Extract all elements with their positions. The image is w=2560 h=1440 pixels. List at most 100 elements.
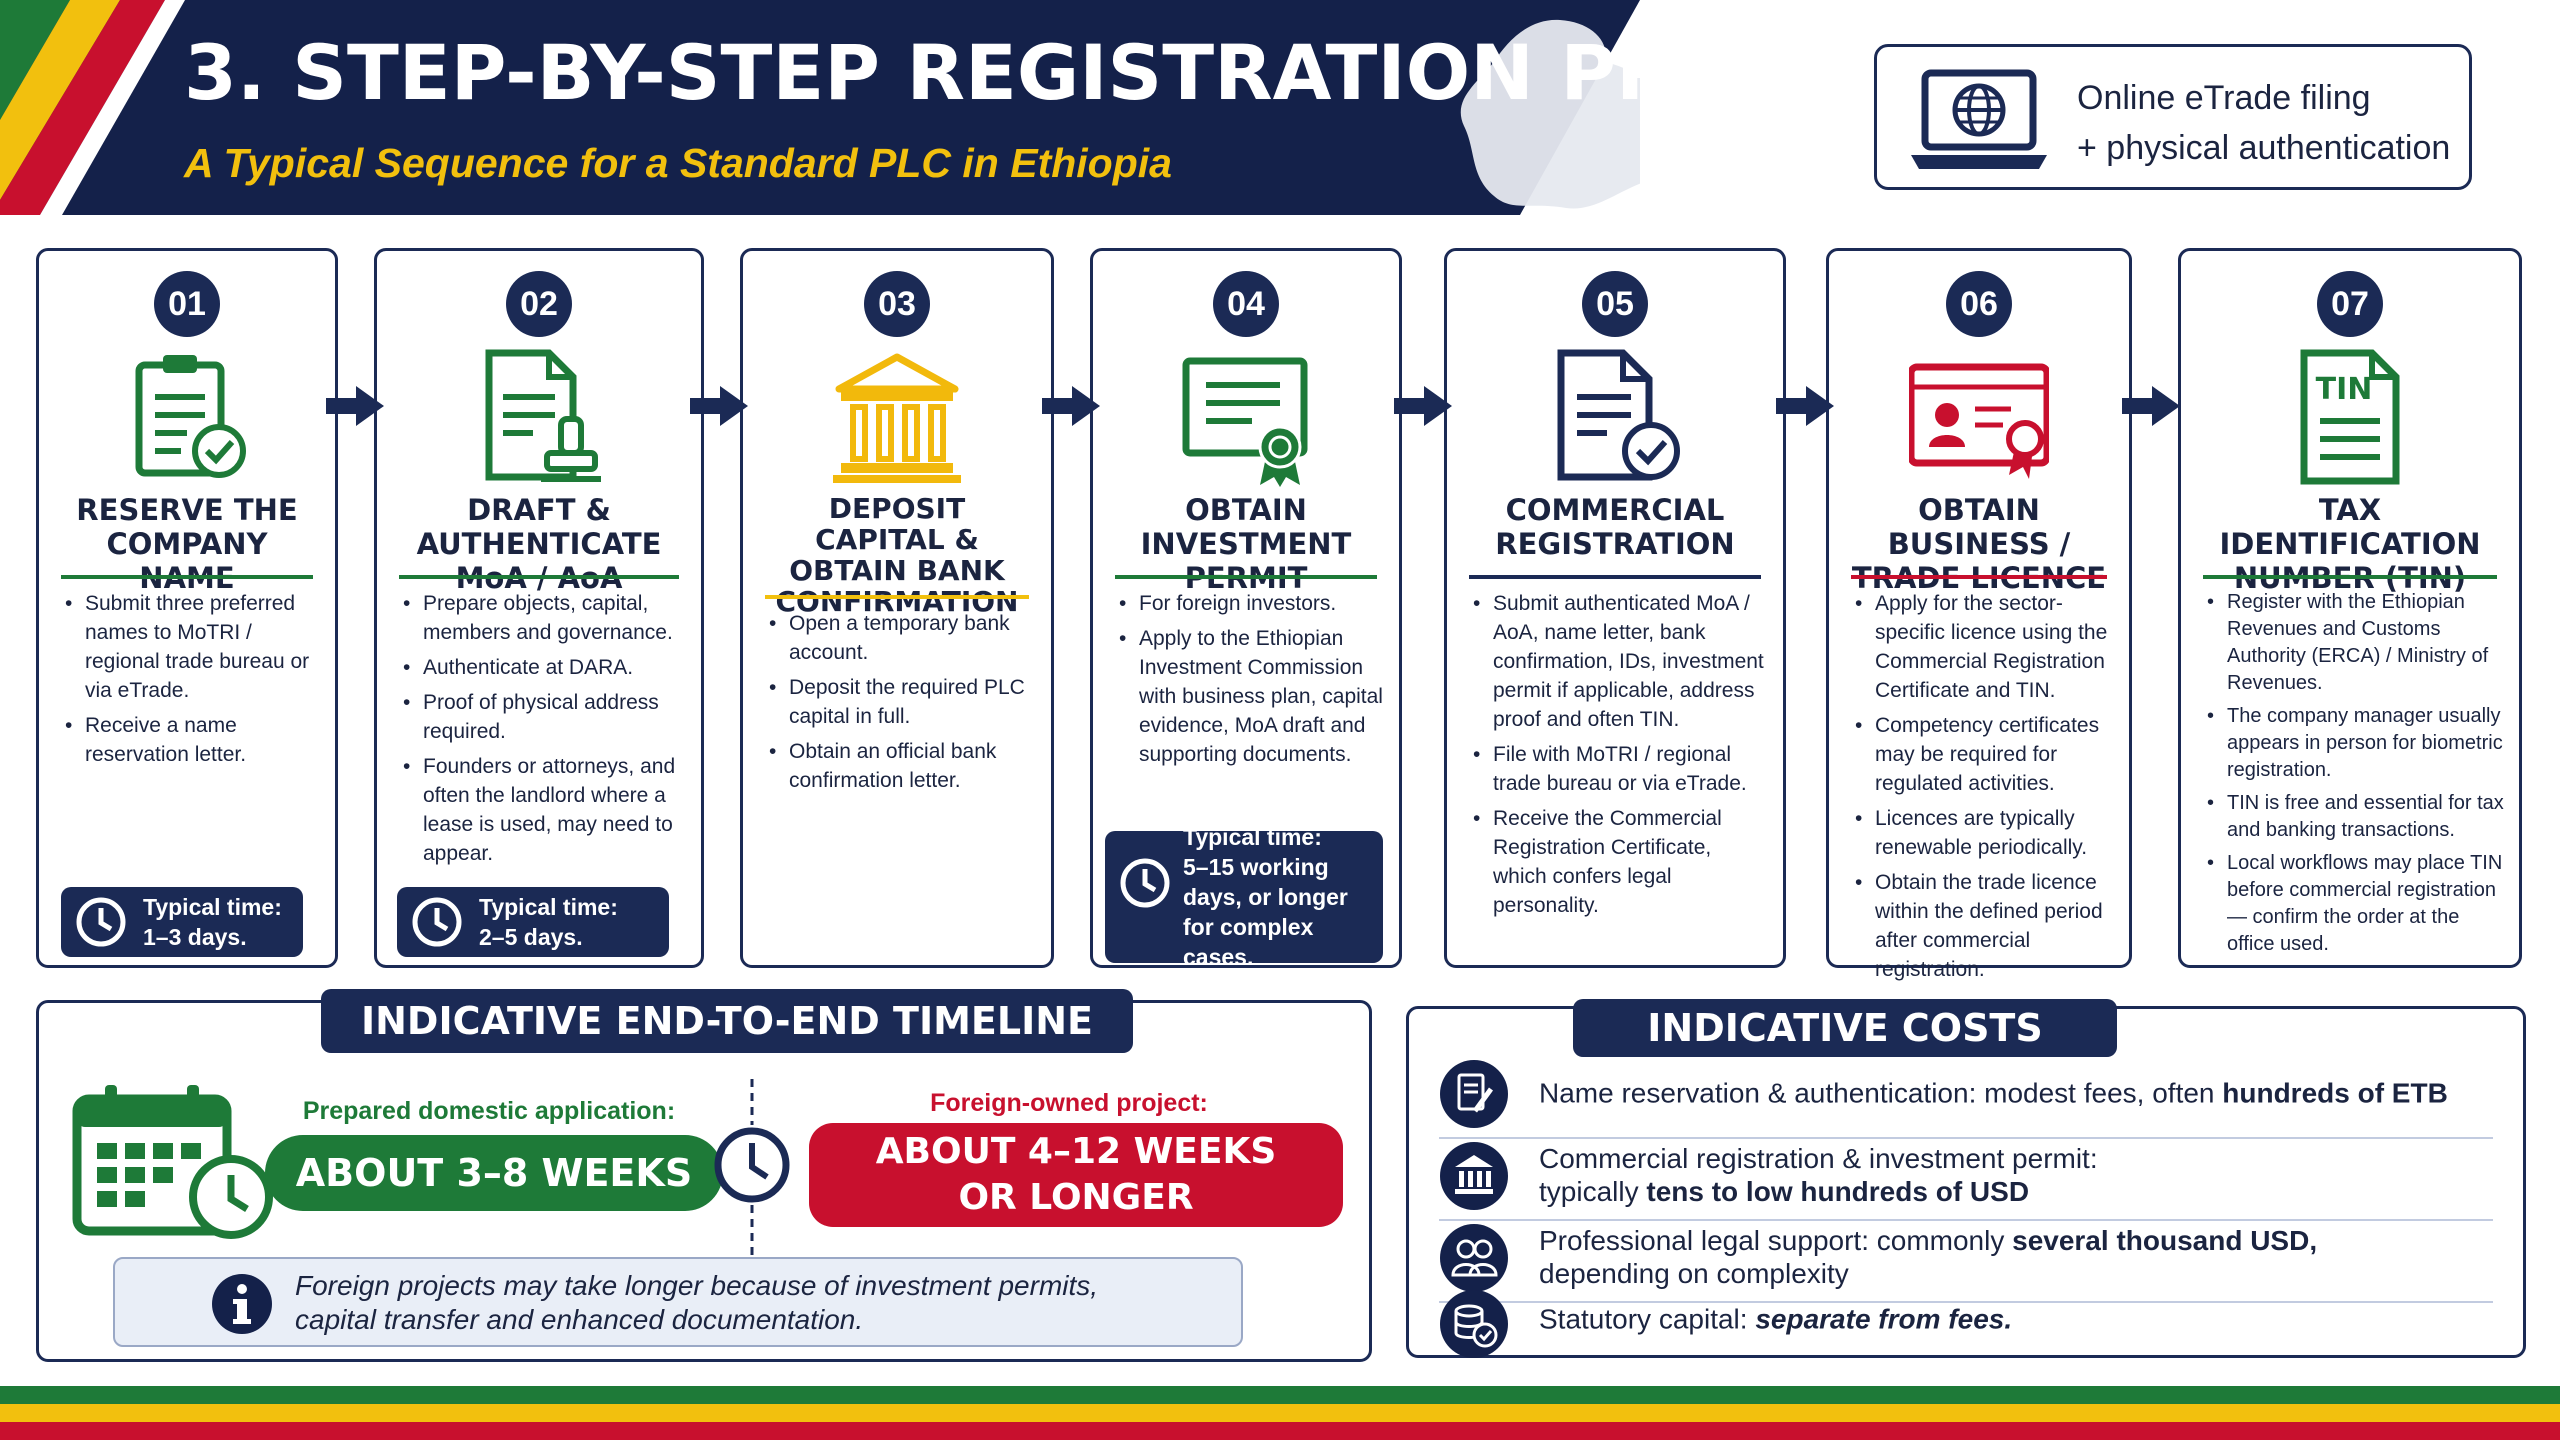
bank-icon <box>1440 1142 1508 1210</box>
list-item: Obtain an official bank confirmation let… <box>767 737 1037 795</box>
arrow-right-icon <box>690 386 748 426</box>
step-card-5: 05 COMMERCIAL REGISTRATION Submit authen… <box>1444 248 1786 968</box>
timeline-note: Foreign projects may take longer because… <box>113 1257 1243 1347</box>
page-title: 3. STEP-BY-STEP REGISTRATION PROCESS <box>184 28 1953 117</box>
step-card-6: 06 OBTAIN BUSINESS / TRADE LICENCE Apply… <box>1826 248 2132 981</box>
info-icon <box>212 1274 272 1334</box>
step-bullets: For foreign investors. Apply to the Ethi… <box>1117 589 1385 775</box>
online-filing-box: Online eTrade filing + physical authenti… <box>1874 44 2472 190</box>
step-card-7: 07 TIN TAX IDENTIFICATION NUMBER (TIN) R… <box>2178 248 2522 968</box>
clock-divider-icon <box>714 1079 790 1259</box>
list-item: TIN is free and essential for tax and ba… <box>2205 790 2505 844</box>
document-check-icon <box>1557 349 1680 481</box>
step-number: 04 <box>1213 271 1279 337</box>
list-item: Deposit the required PLC capital in full… <box>767 673 1037 731</box>
step-card-4: 04 OBTAIN INVESTMENT PERMIT For foreign … <box>1090 248 1402 970</box>
arrow-right-icon <box>1776 386 1834 426</box>
foreign-label: Foreign-owned project: <box>930 1089 1208 1117</box>
online-filing-line1: Online eTrade filing <box>2077 79 2371 117</box>
step-bullets: Open a temporary bank account. Deposit t… <box>767 609 1037 801</box>
step-title: DRAFT & AUTHENTICATE MoA / AoA <box>416 493 662 595</box>
cost-row: Professional legal support: commonly sev… <box>1439 1217 2493 1303</box>
header-banner <box>0 0 1640 215</box>
arrow-right-icon <box>1042 386 1100 426</box>
footer-stripe-red <box>0 1422 2560 1440</box>
cost-row: Commercial registration & investment per… <box>1439 1135 2493 1221</box>
arrow-right-icon <box>1394 386 1452 426</box>
list-item: Submit authenticated MoA / AoA, name let… <box>1471 589 1769 734</box>
list-item: Obtain the trade licence within the defi… <box>1853 868 2115 984</box>
title-rule <box>1851 575 2107 579</box>
list-item: Submit three preferred names to MoTRI / … <box>63 589 321 705</box>
step-bullets: Register with the Ethiopian Revenues and… <box>2205 589 2505 964</box>
step-card-3: 03 DEPOSIT CAPITAL & OBTAIN BANK CONFIRM… <box>740 248 1054 968</box>
clock-icon <box>76 897 126 947</box>
step-card-1: 01 RESERVE THE COMPANY NAME Submit three… <box>36 248 338 968</box>
timeline-heading: INDICATIVE END-TO-END TIMELINE <box>321 989 1133 1053</box>
document-pen-icon <box>1440 1060 1508 1128</box>
step-card-2: 02 DRAFT & AUTHENTICATE MoA / AoA Prepar… <box>374 248 704 968</box>
list-item: Register with the Ethiopian Revenues and… <box>2205 589 2505 697</box>
list-item: Receive the Commercial Registration Cert… <box>1471 804 1769 920</box>
clock-icon <box>1120 858 1170 908</box>
list-item: For foreign investors. <box>1117 589 1385 618</box>
list-item: Competency certificates may be required … <box>1853 711 2115 798</box>
bank-building-icon <box>833 353 961 483</box>
costs-panel: INDICATIVE COSTS Name reservation & auth… <box>1406 999 2526 1358</box>
list-item: Prepare objects, capital, members and go… <box>401 589 687 647</box>
step-bullets: Prepare objects, capital, members and go… <box>401 589 687 874</box>
cost-row: Name reservation & authentication: modes… <box>1439 1053 2493 1139</box>
step-bullets: Submit authenticated MoA / AoA, name let… <box>1471 589 1769 926</box>
title-rule <box>2203 575 2497 579</box>
list-item: Open a temporary bank account. <box>767 609 1037 667</box>
domestic-label: Prepared domestic application: <box>302 1097 676 1125</box>
typical-time-badge: Typical time: 1–3 days. <box>61 887 303 957</box>
typical-time-badge: Typical time: 2–5 days. <box>397 887 669 957</box>
coins-check-icon <box>1440 1290 1508 1358</box>
certificate-ribbon-icon <box>1182 357 1308 487</box>
tin-document-icon: TIN <box>2300 349 2400 485</box>
list-item: Apply for the sector-specific licence us… <box>1853 589 2115 705</box>
arrow-right-icon <box>326 386 384 426</box>
foreign-duration-pill: ABOUT 4–12 WEEKS OR LONGER <box>809 1123 1343 1227</box>
header: 3. STEP-BY-STEP REGISTRATION PROCESS A T… <box>0 0 1953 215</box>
timeline-panel: INDICATIVE END-TO-END TIMELINE Prepared … <box>36 989 1372 1362</box>
laptop-globe-icon <box>1911 69 2047 169</box>
page-subtitle: A Typical Sequence for a Standard PLC in… <box>184 140 1172 186</box>
list-item: Receive a name reservation letter. <box>63 711 321 769</box>
list-item: Apply to the Ethiopian Investment Commis… <box>1117 624 1385 769</box>
licence-card-icon <box>1909 363 2049 479</box>
document-stamp-icon <box>485 349 601 482</box>
list-item: Licences are typically renewable periodi… <box>1853 804 2115 862</box>
step-title: OBTAIN BUSINESS / TRADE LICENCE <box>1851 493 2107 595</box>
people-icon <box>1440 1224 1508 1292</box>
cost-row: Statutory capital: separate from fees. <box>1439 1283 2493 1358</box>
step-number: 05 <box>1582 271 1648 337</box>
clipboard-check-icon <box>135 355 246 478</box>
step-number: 06 <box>1946 271 2012 337</box>
step-title: TAX IDENTIFICATION NUMBER (TIN) <box>2219 493 2481 595</box>
typical-time-badge: Typical time: 5–15 working days, or long… <box>1105 824 1383 970</box>
list-item: File with MoTRI / regional trade bureau … <box>1471 740 1769 798</box>
list-item: Local workflows may place TIN before com… <box>2205 850 2505 958</box>
step-number: 02 <box>506 271 572 337</box>
arrow-right-icon <box>2122 386 2180 426</box>
step-bullets: Apply for the sector-specific licence us… <box>1853 589 2115 990</box>
list-item: The company manager usually appears in p… <box>2205 703 2505 784</box>
list-item: Authenticate at DARA. <box>401 653 687 682</box>
costs-heading: INDICATIVE COSTS <box>1573 999 2117 1057</box>
footer-stripe-yellow <box>0 1404 2560 1422</box>
title-rule <box>1469 575 1761 579</box>
online-filing-line2: + physical authentication <box>2077 129 2451 167</box>
list-item: Founders or attorneys, and often the lan… <box>401 752 687 868</box>
step-number: 07 <box>2317 271 2383 337</box>
title-rule <box>1115 575 1377 579</box>
title-rule <box>765 595 1029 599</box>
title-rule <box>61 575 313 579</box>
step-title: RESERVE THE COMPANY NAME <box>76 493 298 595</box>
title-rule <box>399 575 679 579</box>
ethiopia-map-icon <box>1460 19 1640 209</box>
domestic-duration-pill: ABOUT 3–8 WEEKS <box>265 1135 723 1211</box>
footer-stripe-green <box>0 1386 2560 1404</box>
step-number: 01 <box>154 271 220 337</box>
